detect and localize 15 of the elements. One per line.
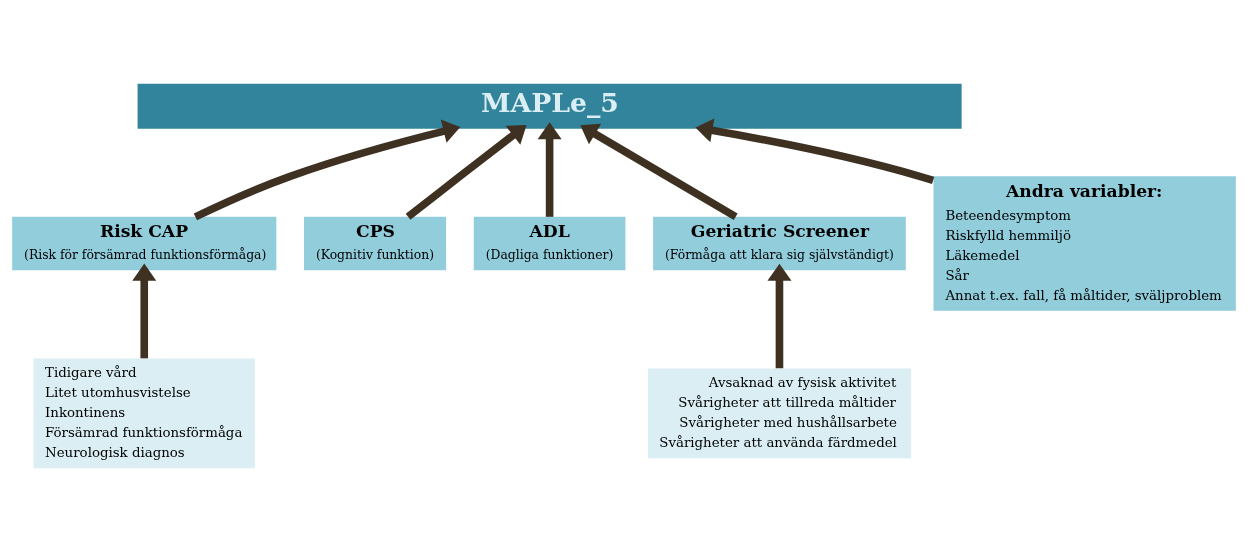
arrow (580, 123, 738, 220)
arrow (405, 124, 527, 220)
arrow (132, 263, 157, 358)
arrow (193, 119, 461, 220)
arrow (767, 263, 792, 368)
arrow (537, 121, 562, 217)
node-box: Avsaknad av fysisk aktivitet Svårigheter att tillreda måltider Svårigheter med hushållsarbete Svårigheter att använda färdmedel (647, 368, 912, 458)
node-box: Geriatric Screener (Förmåga att klara sig självständigt) (653, 216, 906, 270)
node-box: Risk CAP (Risk för försämrad funktionsförmåga) (12, 216, 277, 270)
arrow (695, 118, 935, 184)
node-box: Tidigare vård Litet utomhusvistelse Inkontinens Försämrad funktionsförmåga Neurologisk diagnos (33, 358, 255, 468)
node-box: Andra variabler: Beteendesymptom Riskfylld hemmiljö Läkemedel Sår Annat t.ex. fall, få måltider, sväljproblem (933, 175, 1236, 311)
node-box: ADL (Dagliga funktioner) (473, 216, 626, 270)
node-box: CPS (Kognitiv funktion) (304, 216, 447, 270)
node-box: MAPLe_5 (137, 83, 962, 129)
